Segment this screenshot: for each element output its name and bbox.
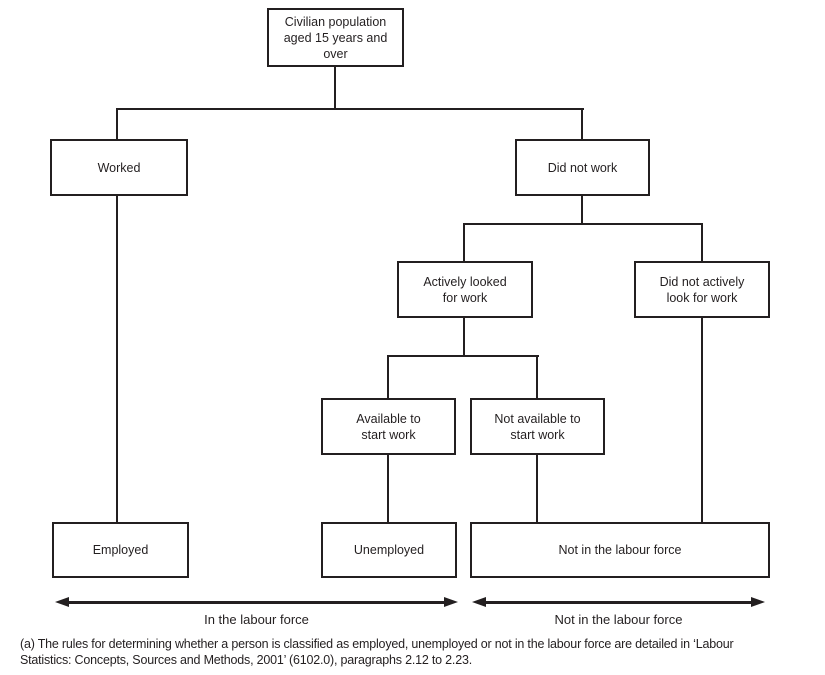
connector-split-to-notavailable	[536, 355, 538, 399]
connector-split-to-didnotwork	[581, 108, 583, 141]
not-in-labour-force-label: Not in the labour force	[554, 612, 683, 627]
not-in-labour-force-arrow	[472, 597, 765, 607]
footnote-line-2: Statistics: Concepts, Sources and Method…	[20, 652, 472, 667]
connector-activelylooked-down	[463, 317, 465, 357]
node-actively-looked-for-work: Actively looked for work	[397, 261, 533, 318]
connector-split-to-didnotactively	[701, 223, 703, 262]
connector-didnotwork-down	[581, 194, 583, 225]
node-unemployed: Unemployed	[321, 522, 457, 578]
in-labour-force-arrow	[55, 597, 458, 607]
connector-split-to-available	[387, 355, 389, 399]
connector-available-to-unemployed	[387, 454, 389, 523]
node-civilian-population: Civilian population aged 15 years and ov…	[267, 8, 404, 67]
arrow-shaft	[69, 600, 444, 604]
connector-level3-horizontal	[387, 355, 539, 357]
node-did-not-work: Did not work	[515, 139, 650, 196]
node-employed: Employed	[52, 522, 189, 578]
connector-split-to-activelylooked	[463, 223, 465, 262]
node-not-in-labour-force: Not in the labour force	[470, 522, 770, 578]
connector-split-to-worked	[116, 108, 118, 141]
arrow-left-head-icon	[472, 597, 486, 607]
arrow-right-head-icon	[751, 597, 765, 607]
node-worked: Worked	[50, 139, 188, 196]
node-not-available-to-start-work: Not available to start work	[470, 398, 605, 455]
connector-level2-horizontal	[463, 223, 703, 225]
connector-level1-horizontal	[116, 108, 584, 110]
in-labour-force-label: In the labour force	[204, 612, 309, 627]
node-available-to-start-work: Available to start work	[321, 398, 456, 455]
arrow-right-head-icon	[444, 597, 458, 607]
connector-worked-to-employed	[116, 194, 118, 523]
arrow-left-head-icon	[55, 597, 69, 607]
footnote: (a) The rules for determining whether a …	[20, 637, 734, 668]
arrow-shaft	[486, 600, 751, 604]
connector-didnotactively-to-nilf	[701, 317, 703, 523]
footnote-line-1: (a) The rules for determining whether a …	[20, 637, 734, 651]
node-did-not-actively-look: Did not actively look for work	[634, 261, 770, 318]
connector-civilian-down	[334, 66, 336, 109]
connector-notavailable-to-nilf	[536, 454, 538, 523]
